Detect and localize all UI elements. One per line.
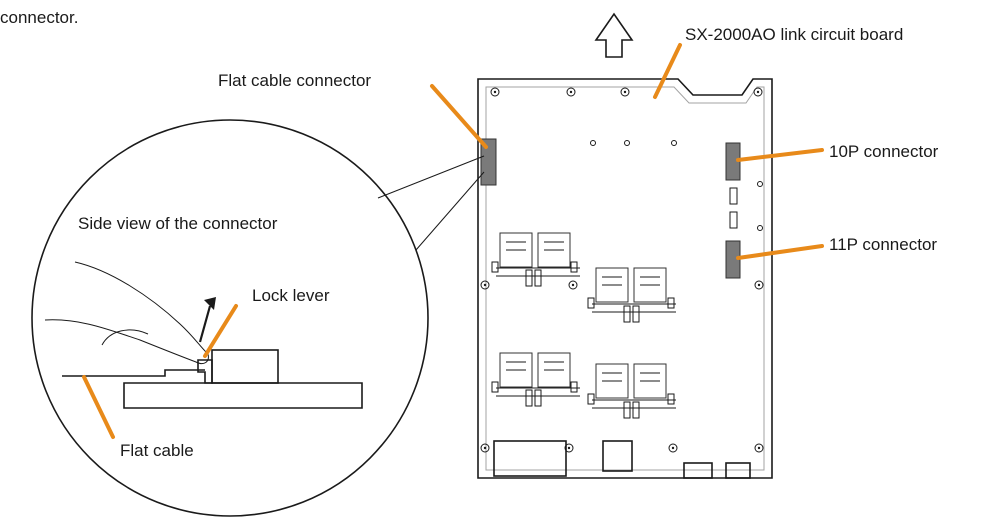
finger-outline-upper: [74, 261, 207, 353]
callout-line-top: [377, 155, 485, 199]
leader-10p: [736, 148, 824, 162]
label-flat-cable: Flat cable: [120, 441, 194, 460]
label-11p-connector: 11P connector: [829, 235, 937, 254]
up-arrow-outline-icon: [594, 12, 634, 58]
up-right-arrow-icon: [198, 297, 216, 343]
flat-cable-connector: [480, 138, 497, 186]
header-fragment-text: connector.: [0, 8, 78, 27]
label-board: SX-2000AO link circuit board: [685, 25, 903, 44]
board-outline: [477, 78, 773, 479]
board-slot: [729, 187, 738, 205]
relay-group: [587, 363, 676, 419]
connector-body: [211, 349, 279, 384]
lock-lever: [197, 359, 213, 384]
label-side-view: Side view of the connector: [78, 214, 278, 233]
pcb-side-profile: [123, 382, 363, 409]
label-flat-cable-connector: Flat cable connector: [218, 71, 371, 90]
mounting-holes: [480, 87, 764, 453]
leader-board: [653, 43, 682, 99]
leader-lock-lever: [203, 304, 238, 358]
leader-flat-cable-connector: [430, 84, 488, 149]
label-10p-connector: 10P connector: [829, 142, 939, 161]
leader-11p: [736, 244, 824, 260]
relay-group: [587, 267, 676, 323]
bottom-components: [493, 440, 751, 479]
board-slot: [729, 211, 738, 229]
magnified-view-circle: [31, 119, 429, 517]
fingernail-outline: [101, 329, 149, 346]
leader-flat-cable: [82, 375, 115, 439]
relay-group: [491, 352, 580, 407]
side-view-detail: [44, 261, 363, 409]
flat-cable: [62, 369, 205, 377]
board-inner-border: [485, 86, 765, 471]
label-lock-lever: Lock lever: [252, 286, 330, 305]
circuit-board: [477, 78, 773, 479]
callout-line-bottom: [415, 171, 485, 251]
finger-outline-lower: [44, 319, 209, 365]
relay-group: [491, 232, 580, 287]
